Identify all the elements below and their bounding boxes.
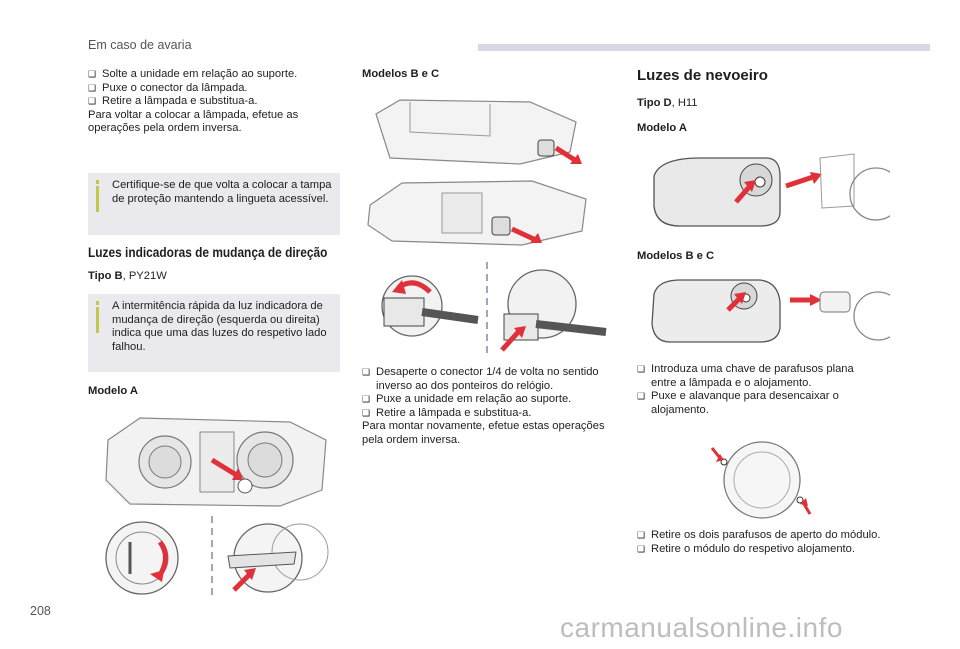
fog-lamp-model-bc-illustration <box>651 279 890 343</box>
instruction-paragraph: Para voltar a colocar a lâmpada, efetue … <box>88 108 299 135</box>
section-title-fog-lamps: Luzes de nevoeiro <box>637 67 768 84</box>
fog-steps-1: ❑Introduza uma chave de parafusos plana … <box>637 363 882 417</box>
model-bc-label: Modelos B e C <box>362 68 440 80</box>
check-box-bullet-icon: ❑ <box>637 391 646 402</box>
running-header: Em caso de avaria <box>88 38 192 52</box>
check-box-bullet-icon: ❑ <box>637 364 646 374</box>
check-box-bullet-icon: ❑ <box>362 394 371 405</box>
fog-bulb-type-line: Tipo D, H11 <box>637 97 698 111</box>
check-box-bullet-icon: ❑ <box>362 407 371 418</box>
fog-steps-2: ❑Retire os dois parafusos de aperto do m… <box>637 529 882 556</box>
headlamp-bc-illustration-2 <box>367 180 587 246</box>
bulb-type-value: , H11 <box>671 97 698 109</box>
headlamp-rear-illustration <box>105 417 327 507</box>
left-steps: ❑Solte a unidade em relação ao suporte. … <box>88 68 343 136</box>
check-box-bullet-icon: ❑ <box>637 543 646 554</box>
fog-module-screws-illustration <box>710 441 812 519</box>
watermark: carmanualsonline.info <box>560 612 843 643</box>
connector-quarter-turn-illustration <box>381 262 607 354</box>
check-box-bullet-icon: ❑ <box>88 96 97 107</box>
info-marker-icon <box>96 180 99 212</box>
section-title-turn-indicators: Luzes indicadoras de mudança de direção <box>88 244 328 260</box>
check-box-bullet-icon: ❑ <box>637 530 646 540</box>
turn-bulb-cap-illustration <box>105 516 329 600</box>
list-item: ❑Desaperte o conector 1/4 de volta no se… <box>362 366 599 392</box>
list-item: ❑Puxe o conector da lâmpada. <box>88 81 248 94</box>
note-text: Certifique-se de que volta a colocar a t… <box>112 179 332 205</box>
list-item: ❑Puxe e alavanque para desencaixar o alo… <box>637 390 839 416</box>
note-text: A intermitência rápida da luz indicadora… <box>112 300 327 353</box>
headlamp-bc-illustration-1 <box>375 99 582 165</box>
bulb-type-value: , PY21W <box>122 270 167 282</box>
bulb-type-label: Tipo D <box>637 97 672 109</box>
instruction-paragraph: Para montar novamente, efetue estas oper… <box>362 420 605 446</box>
middle-steps: ❑Desaperte o conector 1/4 de volta no se… <box>362 366 617 448</box>
list-item: ❑Retire a lâmpada e substitua-a. <box>88 95 258 108</box>
bulb-type-label: Tipo B <box>88 270 123 282</box>
check-box-bullet-icon: ❑ <box>362 367 371 377</box>
list-item: ❑Retire o módulo do respetivo alojamento… <box>637 542 855 555</box>
fog-lamp-model-a-illustration <box>653 153 890 227</box>
list-item: ❑Introduza uma chave de parafusos plana … <box>637 363 854 389</box>
info-note-1: Certifique-se de que volta a colocar a t… <box>88 173 340 235</box>
list-item: ❑Retire a lâmpada e substitua-a. <box>362 406 532 419</box>
page-number: 208 <box>30 604 51 618</box>
check-box-bullet-icon: ❑ <box>88 69 97 79</box>
fog-model-a-label: Modelo A <box>637 122 687 134</box>
header-accent-bar <box>478 44 930 51</box>
bulb-type-line: Tipo B, PY21W <box>88 270 167 284</box>
info-marker-icon <box>96 301 99 333</box>
fog-model-bc-label: Modelos B e C <box>637 250 715 262</box>
model-a-label: Modelo A <box>88 385 138 397</box>
info-note-2: A intermitência rápida da luz indicadora… <box>88 294 340 372</box>
list-item: ❑Puxe a unidade em relação ao suporte. <box>362 393 572 406</box>
list-item: ❑Retire os dois parafusos de aperto do m… <box>637 529 881 541</box>
check-box-bullet-icon: ❑ <box>88 82 97 93</box>
list-item: ❑Solte a unidade em relação ao suporte. <box>88 68 298 80</box>
